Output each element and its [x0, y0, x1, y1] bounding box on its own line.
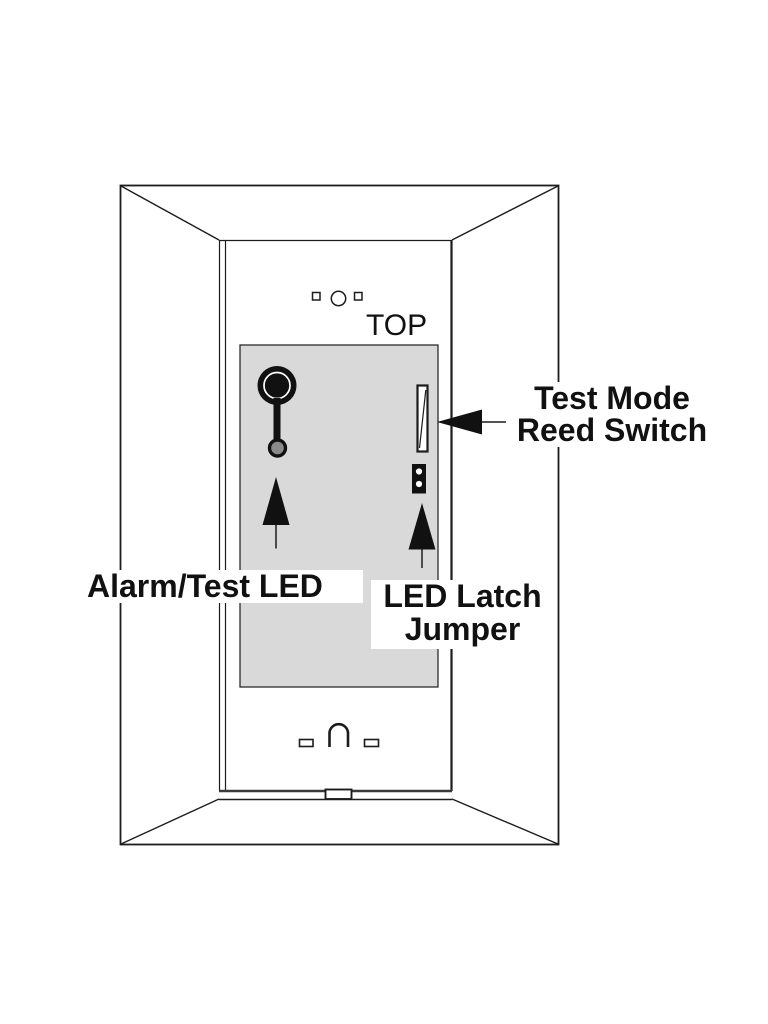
bottom-wire-arch: [328, 722, 350, 747]
reed-switch-pointer-arrow: [437, 409, 482, 435]
bottom-center-notch: [324, 788, 353, 800]
top-orientation-label: TOP: [366, 309, 428, 342]
bottom-tab-left: [298, 738, 314, 748]
alarm-led-indicator: [267, 438, 288, 458]
bezel-diagonal-bottom-left: [120, 798, 220, 845]
led-latch-jumper-label: LED Latch Jumper: [371, 580, 554, 649]
bezel-diagonal-top-right: [451, 185, 559, 241]
led-latch-jumper-label-line1: LED Latch: [383, 578, 542, 614]
reed-switch-element: [418, 389, 427, 449]
alarm-test-led-label: Alarm/Test LED: [84, 570, 363, 603]
top-mount-hole: [330, 290, 347, 307]
top-mount-square-left: [311, 291, 321, 301]
test-mode-reed-switch-label-line2: Reed Switch: [516, 412, 708, 448]
test-mode-reed-switch-label: Test Mode Reed Switch: [506, 382, 718, 447]
jumper-pin-top: [415, 468, 423, 475]
alarm-led-pointer-arrow: [262, 477, 290, 525]
led-latch-jumper-label-line2: Jumper: [404, 611, 521, 647]
bezel-diagonal-bottom-right: [451, 798, 559, 845]
top-mount-square-right: [353, 291, 363, 301]
outer-frame: [119, 184, 560, 846]
bottom-tab-right: [363, 738, 380, 748]
jumper-pointer-arrow: [408, 503, 436, 550]
alarm-led-stem: [273, 398, 281, 444]
bezel-diagonal-top-left: [120, 185, 220, 241]
test-mode-reed-switch-label-line1: Test Mode: [534, 380, 690, 416]
led-latch-jumper-block: [412, 464, 426, 494]
jumper-pin-bottom: [415, 480, 423, 488]
